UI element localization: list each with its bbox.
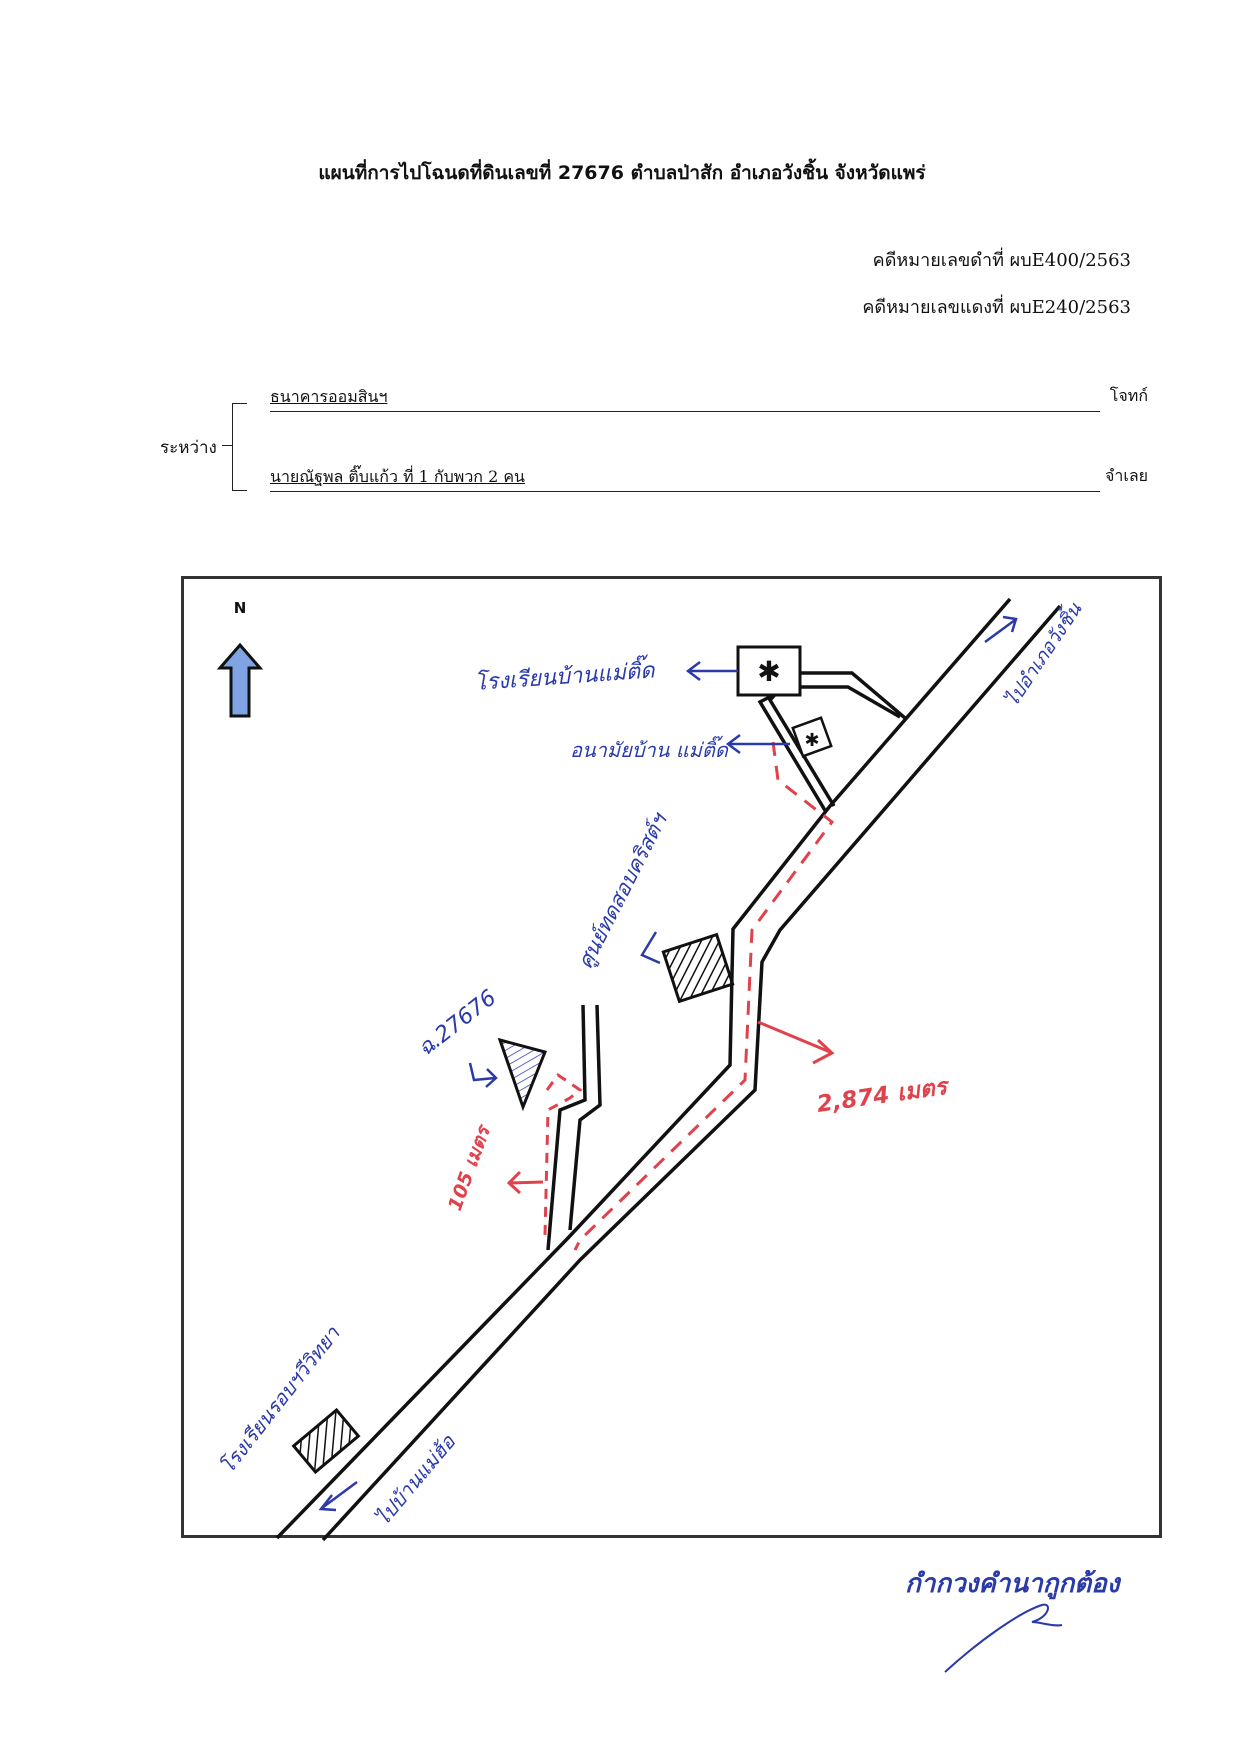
page-title: แผนที่การไปโฉนดที่ดินเลขที่ 27676 ตำบลป่… bbox=[318, 162, 926, 184]
main-road bbox=[275, 597, 1062, 1542]
black-case-number: คดีหมายเลขดำที่ ผบE400/2563 bbox=[872, 250, 1131, 271]
land-plot-27676 bbox=[497, 1037, 548, 1112]
distance-main-arrow bbox=[757, 1020, 831, 1054]
plot-access-road bbox=[546, 1004, 602, 1251]
church-pointer-icon bbox=[640, 931, 661, 965]
map-frame bbox=[181, 576, 1162, 1538]
label-to-rong: ไปบ้านแม่ฮ้อ bbox=[370, 1429, 460, 1530]
label-land-plot: ฉ.27676 bbox=[413, 985, 501, 1061]
label-church: ศูนย์ทดสอบคริสต์ฯ bbox=[573, 808, 673, 973]
between-label: ระหว่าง bbox=[160, 438, 217, 458]
label-health-center: อนามัยบ้าน แม่ติ๊ด bbox=[570, 735, 729, 762]
defendant-line: นายณัฐพล ติ๊บแก้ว ที่ 1 กับพวก 2 คน จำเล… bbox=[270, 466, 1148, 492]
label-to-town: ไปอำเภอวังชิ้น bbox=[998, 596, 1087, 711]
plot-pointer-icon bbox=[468, 1062, 498, 1088]
signature bbox=[944, 1603, 1063, 1673]
route-main-dashed bbox=[573, 741, 835, 1251]
health-center-building bbox=[791, 716, 833, 758]
health-center-star-icon: ✱ bbox=[804, 730, 819, 751]
to-rong-arrow-icon bbox=[318, 1480, 358, 1512]
certification-stamp: กำกวงคำนากูกต้อง bbox=[905, 1569, 1122, 1600]
plaintiff-line: ธนาคารออมสินฯ โจทก์ bbox=[270, 386, 1148, 412]
distance-main-arrowhead-icon bbox=[812, 1038, 835, 1065]
red-case-number: คดีหมายเลขแดงที่ ผบE240/2563 bbox=[862, 297, 1131, 318]
label-distance-branch: 105 เมตร bbox=[444, 1121, 496, 1214]
church-building bbox=[661, 932, 735, 1004]
defendant-role: จำเลย bbox=[1104, 466, 1148, 485]
plaintiff-name: ธนาคารออมสินฯ bbox=[270, 387, 388, 406]
plaintiff-role: โจทก์ bbox=[1109, 386, 1148, 405]
parties-bracket bbox=[232, 403, 247, 491]
blue-pointers bbox=[318, 615, 1018, 1512]
label-distance-main: 2,874 เมตร bbox=[815, 1073, 952, 1117]
defendant-name: นายณัฐพล ติ๊บแก้ว ที่ 1 กับพวก 2 คน bbox=[270, 467, 525, 486]
to-town-arrow-icon bbox=[984, 615, 1018, 644]
bracket-tick bbox=[222, 445, 233, 446]
north-arrow-icon bbox=[216, 642, 264, 718]
label-school-top: โรงเรียนบ้านแม่ติ๊ด bbox=[473, 653, 657, 696]
school-star-icon: ✱ bbox=[757, 655, 780, 688]
distance-branch-arrow-icon bbox=[506, 1170, 544, 1195]
north-label: N bbox=[234, 599, 247, 617]
bottom-school-building bbox=[291, 1407, 361, 1475]
school-building bbox=[736, 645, 802, 697]
